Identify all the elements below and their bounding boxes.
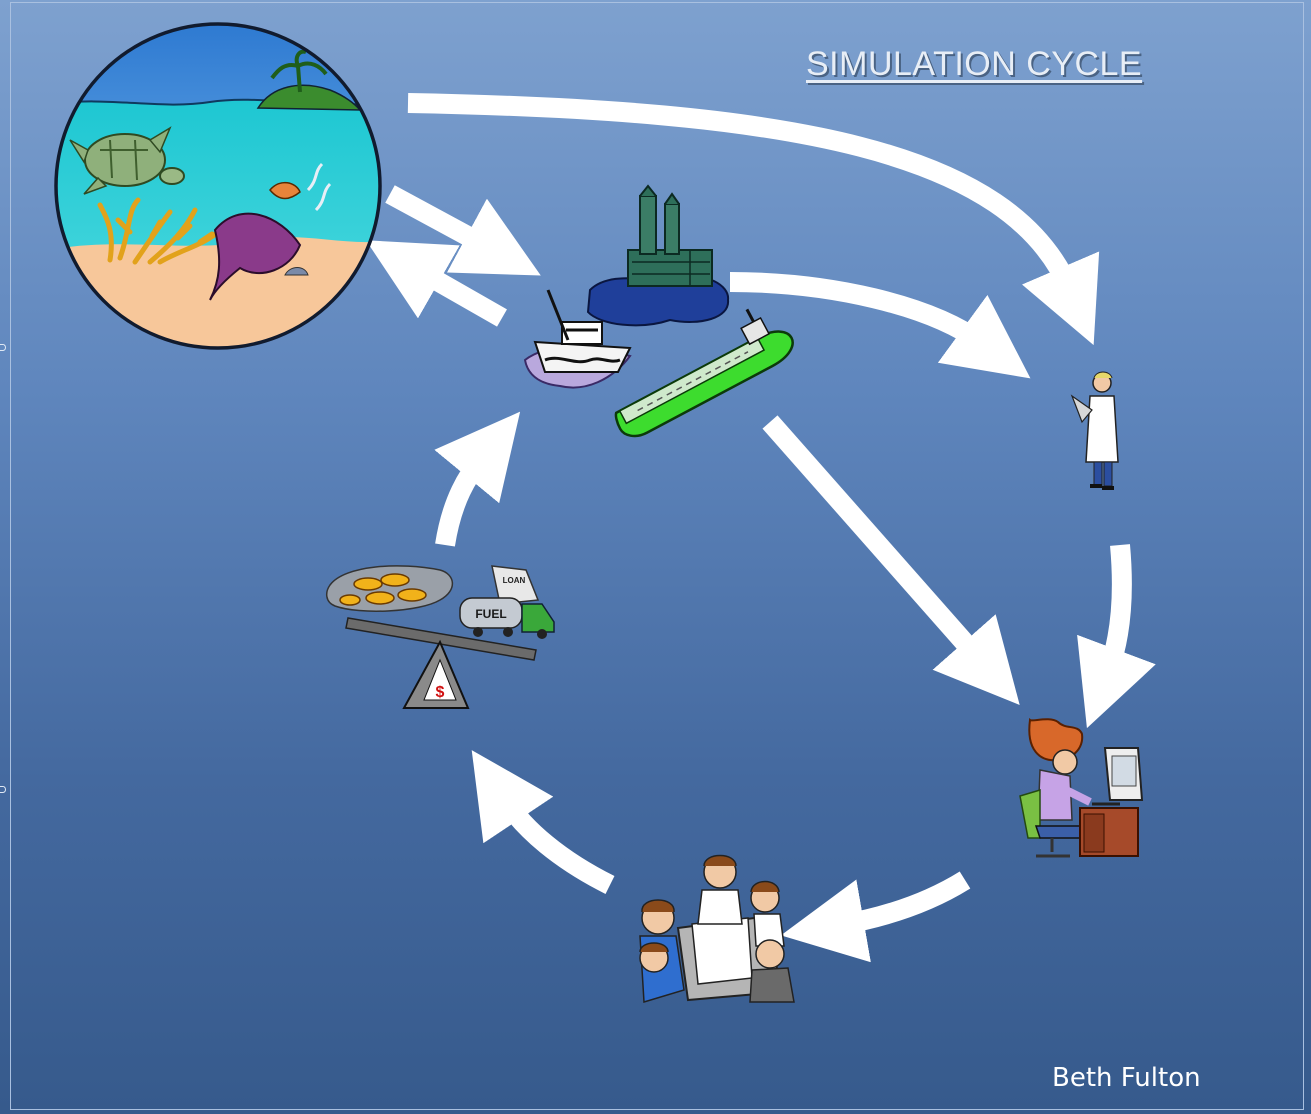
arrow-ocean-to-scientist <box>407 93 1100 346</box>
price-sign-text: $ <box>436 684 445 701</box>
author-credit: Beth Fulton <box>1052 1063 1201 1093</box>
slide-frame <box>10 2 1304 1110</box>
arrow-industry-to-modeller <box>762 415 1020 705</box>
edge-marker <box>0 344 6 351</box>
slide-title: SIMULATION CYCLE <box>806 45 1143 83</box>
scientist-observer-icon <box>1070 371 1119 490</box>
arrow-ocean-to-industry <box>385 185 541 276</box>
stakeholder-meeting-icon <box>639 854 795 1003</box>
edge-marker <box>0 786 6 793</box>
economic-balance-icon: $ LOAN FUEL <box>325 565 555 709</box>
loan-label-text: LOAN <box>503 576 526 585</box>
fuel-label-text: FUEL <box>475 607 506 621</box>
arrow-scientist-to-modeller <box>1077 544 1156 729</box>
arrow-economics-to-industry <box>434 411 521 547</box>
arrow-meeting-to-economics <box>471 750 615 894</box>
arrow-industry-to-scientist <box>729 272 1031 379</box>
arrow-modeller-to-meeting <box>780 871 971 963</box>
arrow-industry-to-ocean <box>365 240 507 327</box>
industry-activities-icon <box>523 184 794 438</box>
cycle-arrows <box>365 93 1156 963</box>
computer-modeller-icon <box>1019 717 1144 858</box>
ocean-ecosystem-icon <box>54 22 382 350</box>
